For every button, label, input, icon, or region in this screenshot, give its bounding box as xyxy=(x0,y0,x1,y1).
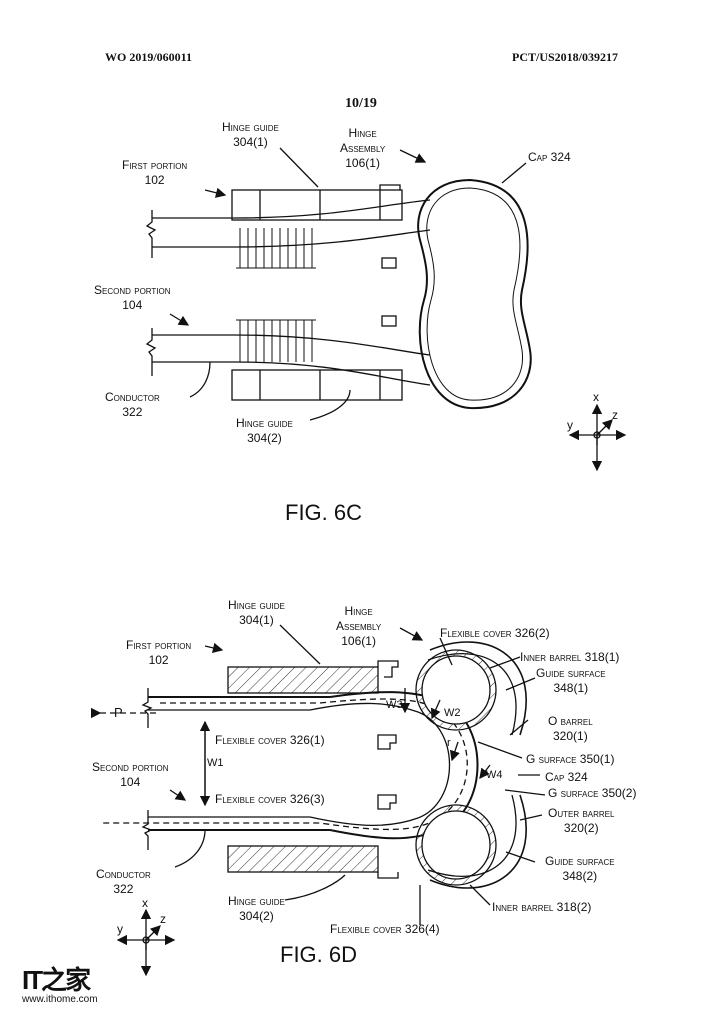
fig6c-hinge-guide-bottom-label: Hinge guide 304(2) xyxy=(236,416,293,445)
fig6c-axis-z: z xyxy=(612,408,618,422)
fig6d-axis-y: y xyxy=(117,922,123,936)
fig6d-flex-cover-3-label: Flexible cover 326(3) xyxy=(215,792,325,806)
fig6d-w2-label: W2 xyxy=(444,707,461,719)
fig6d-first-portion-label: First portion 102 xyxy=(126,638,192,667)
fig6d-flex-cover-1-label: Flexible cover 326(1) xyxy=(215,733,325,747)
fig6d-conductor-label: Conductor 322 xyxy=(96,867,151,896)
fig6c-caption: FIG. 6C xyxy=(285,500,363,525)
fig6c-first-portion-label: First portion 102 xyxy=(122,158,188,187)
fig6c-hinge-guide-top-label: Hinge guide 304(1) xyxy=(222,120,279,149)
fig6c-axis-y: y xyxy=(567,418,573,432)
fig6d-flex-cover-4-label: Flexible cover 326(4) xyxy=(330,922,440,936)
sheet-number: 10/19 xyxy=(345,96,377,111)
fig6d-guide-surface-1-label: Guide surface 348(1) xyxy=(536,666,606,695)
fig6d-inner-barrel-2-label: Inner barrel 318(2) xyxy=(492,900,592,914)
fig6d-cap-label: Cap 324 xyxy=(545,770,588,784)
fig6c-cap-label: Cap 324 xyxy=(528,150,571,164)
fig6d-w1-label: W1 xyxy=(207,757,224,769)
fig6d-flex-cover-2-label: Flexible cover 326(2) xyxy=(440,626,550,640)
publication-number: WO 2019/060011 xyxy=(105,50,193,64)
fig6d-w3-label: W3 xyxy=(386,699,403,711)
fig6c-axis-x: x xyxy=(593,390,599,404)
ithome-logo: IT之家 xyxy=(22,960,91,997)
application-number: PCT/US2018/039217 xyxy=(512,50,619,64)
fig6d-g-surface-2-label: G surface 350(2) xyxy=(548,786,637,800)
fig6d-outer-barrel-label: Outer barrel 320(2) xyxy=(548,806,615,835)
fig6d-r-label: r xyxy=(447,737,451,749)
fig6d-guide-surface-2-label: Guide surface 348(2) xyxy=(545,854,615,883)
fig6d-p-label: P xyxy=(114,705,123,720)
fig6d-inner-barrel-1-label: Inner barrel 318(1) xyxy=(520,650,620,664)
fig6d-w4-label: W4 xyxy=(486,769,503,781)
fig6d-axis-z: z xyxy=(160,912,166,926)
fig6d-drawing xyxy=(90,624,546,977)
fig6c-drawing xyxy=(145,147,627,472)
fig6d-hinge-guide-top-label: Hinge guide 304(1) xyxy=(228,598,285,627)
ithome-logo-text: IT之家 xyxy=(22,965,91,995)
fig6d-second-portion-label: Second portion 104 xyxy=(92,760,169,789)
fig6c-second-portion-label: Second portion 104 xyxy=(94,283,171,312)
fig6d-hinge-assembly-label: Hinge Assembly 106(1) xyxy=(336,604,382,648)
fig6d-hinge-guide-bottom-label: Hinge guide 304(2) xyxy=(228,894,285,923)
fig6c-conductor-label: Conductor 322 xyxy=(105,390,160,419)
fig6d-o-barrel-label: O barrel 320(1) xyxy=(548,714,593,743)
fig6c-hinge-assembly-label: Hinge Assembly 106(1) xyxy=(340,126,386,170)
fig6d-caption: FIG. 6D xyxy=(280,942,358,967)
fig6d-g-surface-1-label: G surface 350(1) xyxy=(526,752,615,766)
ithome-url: www.ithome.com xyxy=(22,994,98,1005)
fig6d-axis-x: x xyxy=(142,896,148,910)
